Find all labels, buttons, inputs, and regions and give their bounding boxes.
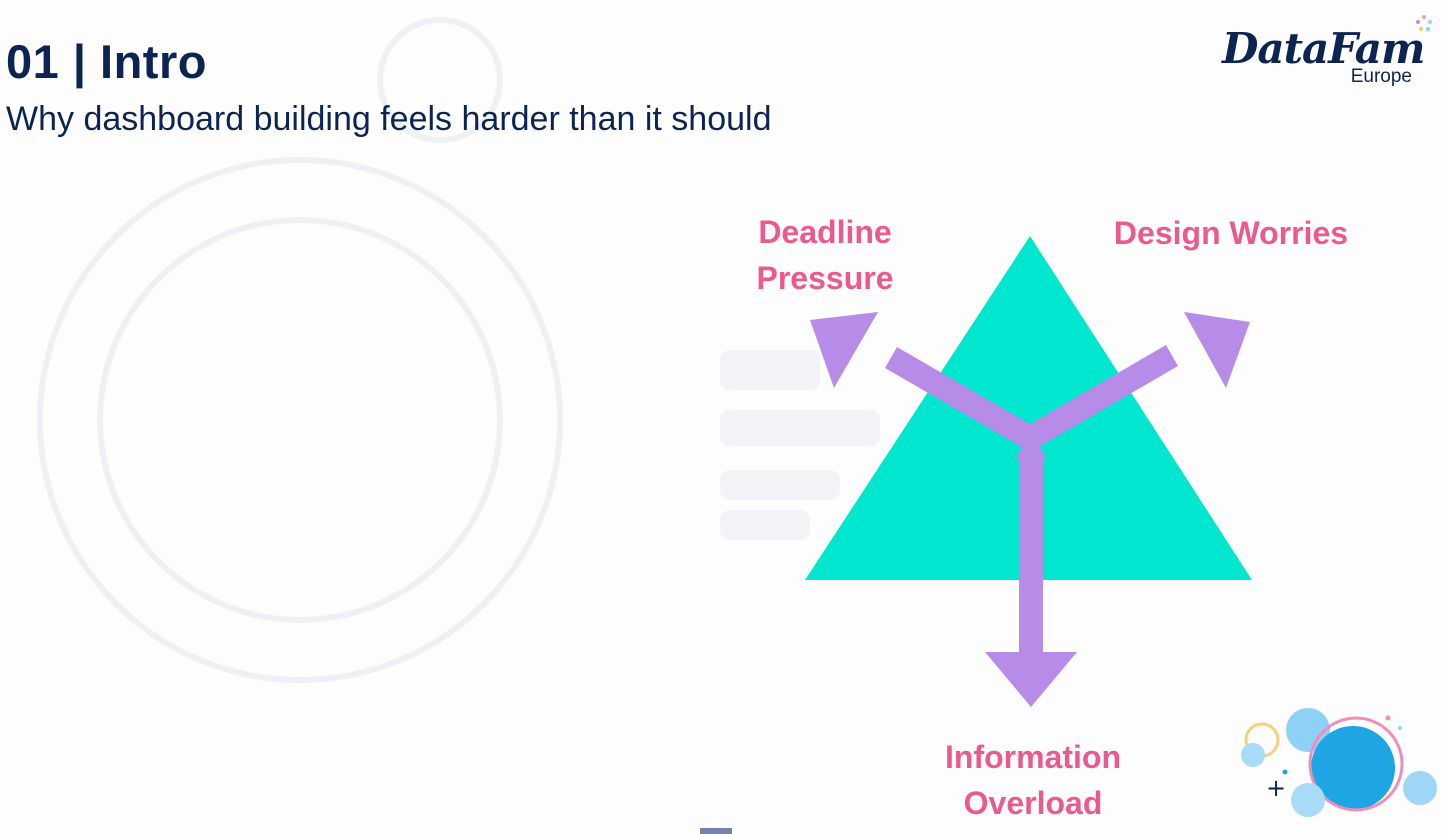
label-information-overload: Information Overload xyxy=(945,739,1121,821)
label-design-worries: Design Worries xyxy=(1113,215,1349,251)
logo-sub-text: Europe xyxy=(1350,66,1412,87)
label-deadline-pressure: Deadline Pressure xyxy=(756,214,894,296)
arrow-hub xyxy=(1016,432,1046,466)
slide-title: 01 | Intro xyxy=(6,35,207,88)
sparkle-dots-icon xyxy=(1416,15,1432,31)
slide-subtitle: Why dashboard building feels harder than… xyxy=(6,100,772,138)
datafam-logo: DataFam Europe xyxy=(1222,24,1425,94)
arrow-top-right xyxy=(1025,312,1250,448)
logo-main-text: DataFam xyxy=(1222,24,1425,73)
slide-footer-marker xyxy=(700,828,732,834)
arrow-bottom xyxy=(985,452,1077,707)
svg-text:+: + xyxy=(1266,774,1286,802)
bubbles-icon: + xyxy=(1241,708,1437,817)
center-triangle xyxy=(805,236,1252,580)
arrow-top-left xyxy=(810,312,1035,448)
